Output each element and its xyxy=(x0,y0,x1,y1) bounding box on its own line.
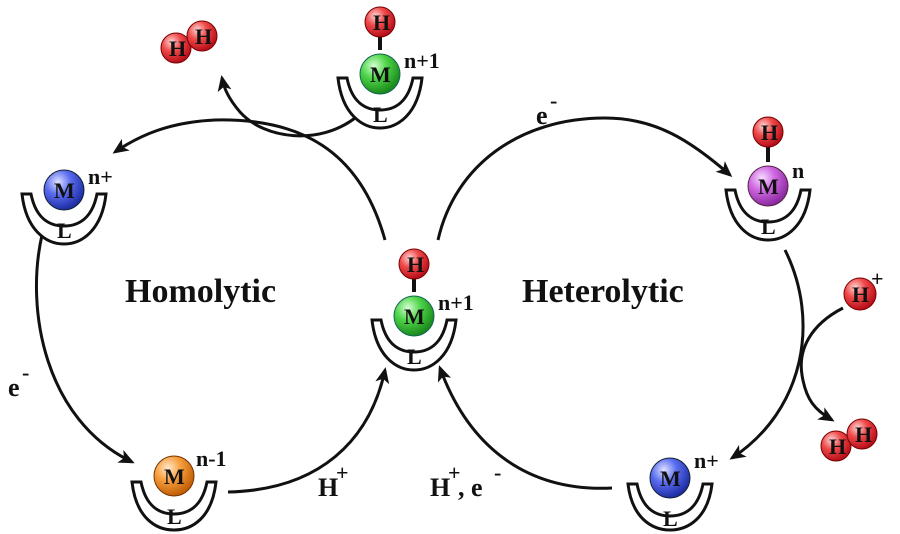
svg-text:M: M xyxy=(660,466,681,491)
complex-top-left: H M L n+1 xyxy=(336,6,440,130)
ligand-cup xyxy=(626,482,714,532)
electron-left-label: e - xyxy=(8,360,29,402)
dihydrogen-right: H H xyxy=(820,418,878,462)
heterolytic-label: Heterolytic xyxy=(522,273,684,310)
ligand-cup xyxy=(130,480,218,532)
svg-text:n+: n+ xyxy=(88,164,113,189)
svg-text:n-1: n-1 xyxy=(196,446,227,471)
svg-text:M: M xyxy=(404,304,425,329)
arrow-center-to-top-right xyxy=(436,116,733,241)
svg-text:L: L xyxy=(663,506,678,531)
arrow-bottom-right-to-center xyxy=(437,365,613,490)
svg-text:H: H xyxy=(829,434,846,459)
proton-right: H + xyxy=(843,266,884,311)
svg-text:M: M xyxy=(164,464,185,489)
svg-text:M: M xyxy=(370,62,391,87)
electron-top-label: e - xyxy=(536,88,557,130)
arrow-left-to-bottom xyxy=(35,234,135,464)
svg-text:n+1: n+1 xyxy=(404,48,440,73)
svg-text:+: + xyxy=(448,460,461,485)
svg-text:H: H xyxy=(855,422,872,447)
complex-left: M L n+ xyxy=(20,164,113,246)
metal-atom xyxy=(747,165,789,207)
svg-text:H: H xyxy=(169,36,186,61)
svg-text:+: + xyxy=(871,266,884,291)
svg-text:+: + xyxy=(336,460,349,485)
svg-text:-: - xyxy=(550,88,557,113)
complex-top-right: H M L n xyxy=(724,116,812,242)
heterolytic-cycle-arrows xyxy=(436,116,844,490)
svg-text:L: L xyxy=(57,218,72,243)
svg-text:H: H xyxy=(407,252,424,277)
svg-text:M: M xyxy=(758,174,779,199)
arrow-branch-release-h2 xyxy=(217,75,356,138)
svg-text:H: H xyxy=(373,10,390,35)
complex-bottom-right: M L n+ xyxy=(626,448,719,532)
svg-text:n+1: n+1 xyxy=(438,290,474,315)
svg-text:M: M xyxy=(54,178,75,203)
arrow-proton-to-h2 xyxy=(799,306,844,422)
metal-atom xyxy=(153,455,195,497)
metal-atom xyxy=(393,295,435,337)
svg-text:e: e xyxy=(536,101,548,130)
arrow-bottom-to-center xyxy=(227,367,390,494)
dihydrogen-left: H H xyxy=(160,20,218,64)
svg-text:L: L xyxy=(407,344,422,369)
svg-text:e: e xyxy=(8,373,20,402)
proton-bottom-left-label: H + xyxy=(318,460,349,502)
metal-atom xyxy=(359,53,401,95)
svg-text:-: - xyxy=(494,460,501,485)
arrow-center-to-left xyxy=(112,118,387,241)
svg-text:L: L xyxy=(167,504,182,529)
ligand-cup xyxy=(724,188,812,242)
svg-text:H: H xyxy=(318,473,338,502)
svg-text:n+: n+ xyxy=(694,448,719,473)
homolytic-label: Homolytic xyxy=(125,273,276,310)
complex-center: H M L n+1 xyxy=(370,248,474,372)
metal-atom xyxy=(649,457,691,499)
svg-text:H: H xyxy=(852,282,869,307)
hydrogen-atom xyxy=(364,6,396,38)
complex-bottom-left: M L n-1 xyxy=(130,446,227,532)
proton-electron-label: H + , e - xyxy=(430,460,501,502)
ligand-cup xyxy=(336,76,424,130)
ligand-cup xyxy=(20,192,108,246)
svg-text:, e: , e xyxy=(458,473,483,502)
metal-atom xyxy=(43,169,85,211)
svg-text:L: L xyxy=(761,214,776,239)
ligand-cup xyxy=(370,318,458,372)
svg-text:H: H xyxy=(195,24,212,49)
svg-text:L: L xyxy=(373,102,388,127)
svg-text:-: - xyxy=(22,360,29,385)
svg-text:H: H xyxy=(761,120,778,145)
svg-text:H: H xyxy=(430,473,450,502)
homolytic-cycle-arrows xyxy=(35,75,390,494)
hydrogen-atom xyxy=(398,248,430,280)
hydrogen-atom xyxy=(752,116,784,148)
svg-text:n: n xyxy=(792,158,804,183)
arrow-top-right-to-bottom-right xyxy=(729,249,805,460)
